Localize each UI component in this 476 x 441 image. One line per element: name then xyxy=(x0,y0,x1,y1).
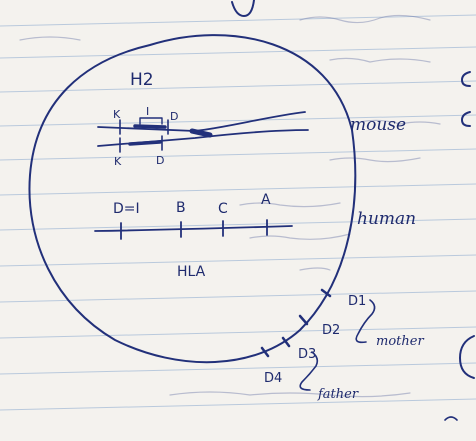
mouse-lower-marker-d: D xyxy=(156,154,164,167)
human-marker-c: C xyxy=(218,201,228,217)
d4-label: D4 xyxy=(264,371,282,386)
hla-region-label: HLA xyxy=(177,264,206,280)
mouse-upper-marker-i: I xyxy=(146,105,149,118)
mouse-map xyxy=(97,111,309,153)
human-marker-a: A xyxy=(261,192,271,208)
d2-label: D2 xyxy=(322,323,340,338)
bleed-through-ink xyxy=(19,14,441,398)
mouse-upper-marker-k: K xyxy=(113,108,121,121)
human-marker-b: B xyxy=(176,200,186,216)
mother-annotation: mother xyxy=(376,334,424,349)
mouse-lower-marker-k: K xyxy=(114,155,122,168)
right-edge-partial-strokes xyxy=(459,71,475,379)
ruled-lines xyxy=(0,14,476,411)
circle-edge-ticks xyxy=(260,288,332,358)
d3-label: D3 xyxy=(298,347,316,362)
bottom-mark xyxy=(444,416,458,421)
human-marker-d-i: D=I xyxy=(113,201,140,217)
grouping-braces xyxy=(299,299,376,391)
human-label: human xyxy=(357,209,416,229)
father-annotation: father xyxy=(317,387,359,402)
main-circle xyxy=(28,34,357,364)
human-map xyxy=(94,219,293,240)
h2-label: H2 xyxy=(130,70,154,90)
mouse-label: mouse xyxy=(350,115,406,135)
top-partial-stroke xyxy=(231,0,255,17)
mouse-upper-marker-d: D xyxy=(170,110,178,123)
d1-label: D1 xyxy=(348,294,366,309)
